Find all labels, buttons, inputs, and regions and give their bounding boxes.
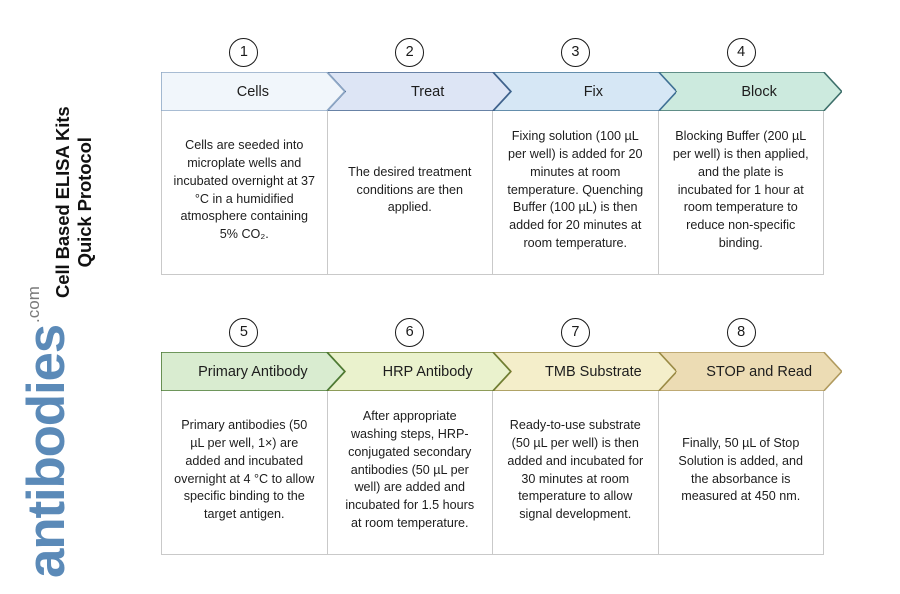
step-description-7: Ready-to-use substrate (50 µL per well) … [493, 391, 659, 554]
logo-wordmark: antibodies [17, 324, 76, 578]
chevron-shape [658, 352, 842, 391]
step-description-4: Blocking Buffer (200 µL per well) is the… [659, 111, 824, 274]
step-description-8: Finally, 50 µL of Stop Solution is added… [659, 391, 824, 554]
step-description-1: Cells are seeded into microplate wells a… [162, 111, 328, 274]
step-label-8: STOP and Read [706, 363, 813, 380]
chevron-shape [326, 72, 511, 111]
chevron-shape [658, 72, 842, 111]
step-description-text: Ready-to-use substrate (50 µL per well) … [507, 417, 644, 522]
antibodies-logo: antibodies .com [17, 278, 76, 578]
step-chevron-2[interactable]: Treat [326, 72, 511, 111]
protocol-row-2: 5 6 7 8 Primary Antibody HRP Antibody TMB Sub… [161, 316, 842, 555]
step-chevron-7[interactable]: TMB Substrate [492, 352, 677, 391]
chevron-shape [161, 72, 345, 111]
chevron-shape [492, 352, 677, 391]
step-label-3: Fix [583, 83, 604, 100]
step-chevron-6[interactable]: HRP Antibody [326, 352, 511, 391]
chevron-shape [492, 72, 677, 111]
step-chevron-3[interactable]: Fix [492, 72, 677, 111]
step-description-text: Finally, 50 µL of Stop Solution is added… [678, 435, 804, 504]
step-number-4: 4 [726, 38, 756, 67]
step-description-row-1: Cells are seeded into microplate wells a… [161, 111, 824, 275]
step-chevron-4[interactable]: Block [658, 72, 842, 111]
step-number-strip-row-2: 5 6 7 8 [161, 316, 824, 352]
step-label-6: HRP Antibody [382, 363, 473, 380]
chevron-bar-row-2: Primary Antibody HRP Antibody TMB Substrat… [161, 352, 842, 391]
step-number-6: 6 [395, 318, 425, 347]
step-number-2: 2 [395, 38, 425, 67]
step-description-text: Cells are seeded into microplate wells a… [173, 137, 315, 242]
step-number-1: 1 [229, 38, 259, 67]
step-chevron-8[interactable]: STOP and Read [658, 352, 842, 391]
chevron-shape [326, 352, 511, 391]
step-number-5: 5 [229, 318, 259, 347]
chevron-bar-row-1: Cells Treat Fix Block [161, 72, 842, 111]
step-description-5: Primary antibodies (50 µL per well, 1×) … [162, 391, 328, 554]
step-label-1: Cells [236, 83, 269, 100]
step-description-6: After appropriate washing steps, HRP-con… [328, 391, 493, 554]
step-label-5: Primary Antibody [198, 363, 308, 380]
step-description-text: Primary antibodies (50 µL per well, 1×) … [174, 417, 315, 522]
step-number-3: 3 [560, 38, 590, 67]
step-label-2: Treat [410, 83, 445, 100]
step-description-text: Fixing solution (100 µL per well) is add… [507, 128, 644, 251]
page-title-line-2: Quick Protocol [74, 137, 95, 268]
page-title-line-1: Cell Based ELISA Kits [52, 106, 74, 298]
step-description-text: The desired treatment conditions are the… [348, 164, 472, 215]
step-description-row-2: Primary antibodies (50 µL per well, 1×) … [161, 391, 824, 555]
step-description-text: Blocking Buffer (200 µL per well) is the… [672, 128, 809, 251]
chevron-shape [161, 352, 345, 391]
protocol-row-1: 1 2 3 4 Cells Treat Fix Block Cells are seeded… [161, 36, 842, 275]
step-description-2: The desired treatment conditions are the… [328, 111, 493, 274]
step-number-7: 7 [560, 318, 590, 347]
step-label-7: TMB Substrate [545, 363, 642, 380]
step-chevron-1[interactable]: Cells [161, 72, 345, 111]
step-description-text: After appropriate washing steps, HRP-con… [345, 408, 475, 531]
logo-domain-suffix: .com [24, 286, 43, 323]
step-number-8: 8 [726, 318, 756, 347]
step-label-4: Block [741, 83, 777, 100]
step-number-strip-row-1: 1 2 3 4 [161, 36, 824, 72]
step-chevron-5[interactable]: Primary Antibody [161, 352, 345, 391]
page-title: Cell Based ELISA Kits Quick Protocol [52, 28, 96, 298]
step-description-3: Fixing solution (100 µL per well) is add… [493, 111, 659, 274]
